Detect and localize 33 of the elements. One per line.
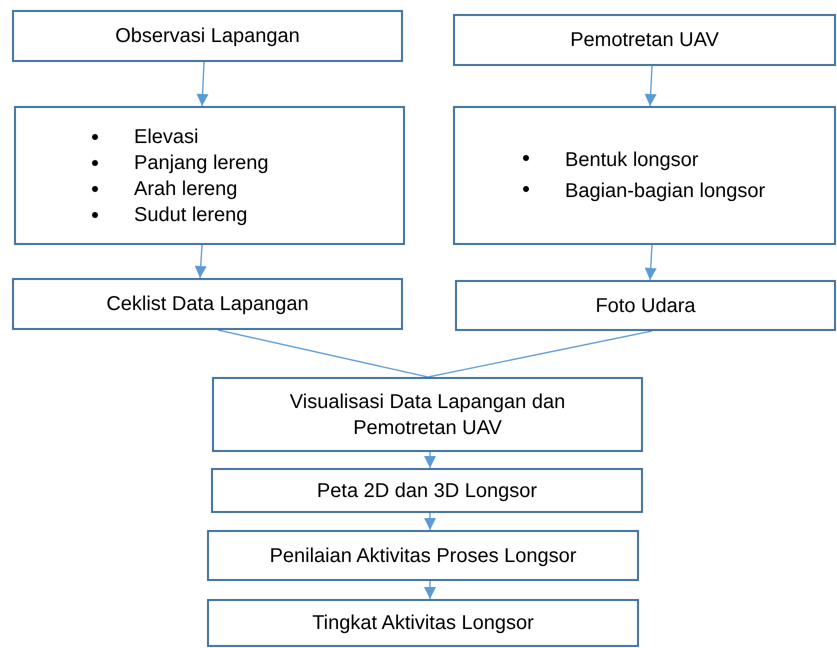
- list-item: Bagian-bagian longsor: [565, 180, 766, 202]
- connector-line: [218, 329, 428, 378]
- box-label: Peta 2D dan 3D Longsor: [316, 478, 538, 504]
- arrow: [424, 452, 436, 468]
- arrow: [644, 244, 657, 280]
- arrow: [644, 66, 657, 106]
- box-label: Ceklist Data Lapangan: [106, 292, 309, 317]
- arrow: [194, 244, 207, 278]
- arrow: [424, 581, 436, 599]
- list-item: Bentuk longsor: [565, 148, 698, 170]
- list-box: [453, 106, 836, 245]
- process-box: [211, 468, 643, 513]
- box-label: Foto Udara: [595, 294, 696, 318]
- process-box: [453, 14, 836, 66]
- box-label: Observasi Lapangan: [115, 24, 300, 49]
- process-box: [455, 280, 836, 331]
- box-label: Visualisasi Data Lapangan dan Pemotretan UAV: [288, 390, 566, 440]
- process-box: [12, 10, 403, 62]
- process-box: [207, 599, 639, 647]
- box-label: Tingkat Aktivitas Longsor: [312, 611, 534, 636]
- process-box: [12, 278, 403, 330]
- list-item: Arah lereng: [134, 178, 238, 200]
- box-label: Penilaian Aktivitas Proses Longsor: [270, 544, 576, 568]
- list-item: Elevasi: [134, 126, 198, 148]
- arrow: [196, 62, 209, 106]
- connector-line: [428, 330, 652, 378]
- list-item: Sudut lereng: [134, 204, 248, 226]
- process-box: [212, 377, 643, 452]
- list-item: Panjang lereng: [134, 152, 269, 174]
- box-label: Pemotretan UAV: [570, 28, 719, 53]
- process-box: [207, 530, 639, 581]
- list-box: [14, 106, 405, 245]
- arrow: [424, 513, 436, 530]
